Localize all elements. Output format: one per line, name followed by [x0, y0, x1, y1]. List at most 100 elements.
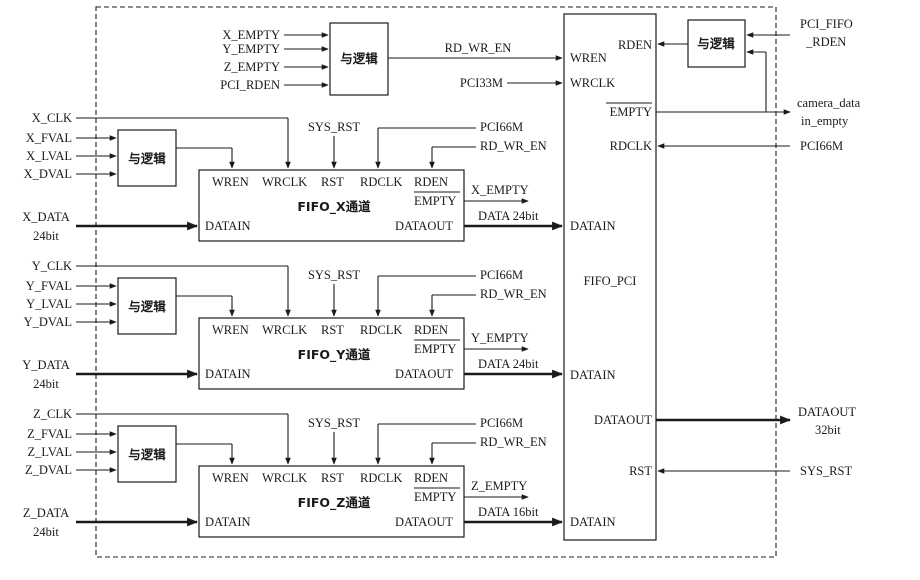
channel-port-wren: WREN	[212, 323, 249, 337]
channel-x: X_CLK 与逻辑 X_FVAL X_LVAL X_DVAL SYS_RST P…	[22, 111, 564, 243]
channel-sys-rst-label: SYS_RST	[308, 120, 360, 134]
camera-data-label-2: in_empty	[801, 114, 849, 128]
channel-rd-wr-en-label: RD_WR_EN	[480, 435, 547, 449]
channel-port-wren: WREN	[212, 175, 249, 189]
fifo-pci-dataout: DATAOUT	[594, 413, 652, 427]
channel-fifo-name: FIFO_Z通道	[298, 495, 371, 511]
channel-fval-label: Y_FVAL	[26, 279, 72, 293]
channel-fifo-block	[198, 169, 465, 242]
channel-dval-label: Y_DVAL	[24, 315, 72, 329]
fifo-pci-wrclk: WRCLK	[570, 76, 615, 90]
top-input-pci-rden: PCI_RDEN	[220, 78, 280, 92]
channel-port-rdclk: RDCLK	[360, 323, 402, 337]
channel-port-dataout: DATAOUT	[395, 515, 453, 529]
channel-port-rst: RST	[321, 471, 344, 485]
channel-and-gate	[117, 129, 177, 187]
channel-port-rst: RST	[321, 175, 344, 189]
channel-port-empty: EMPTY	[414, 490, 456, 504]
pci66m-right-label: PCI66M	[800, 139, 843, 153]
pci-fifo-rden-label-2: _RDEN	[805, 35, 846, 49]
channel-clk-label: X_CLK	[32, 111, 72, 125]
channel-port-rden: RDEN	[414, 471, 448, 485]
top-input-z-empty: Z_EMPTY	[224, 60, 280, 74]
channel-lval-label: Z_LVAL	[28, 445, 72, 459]
channel-fval-label: Z_FVAL	[27, 427, 72, 441]
channel-port-rdclk: RDCLK	[360, 471, 402, 485]
dataout-out-label-2: 32bit	[815, 423, 841, 437]
channel-port-datain: DATAIN	[205, 219, 251, 233]
pci33m-label: PCI33M	[460, 76, 503, 90]
right-and-gate-label: 与逻辑	[697, 36, 735, 51]
channel-fifo-name: FIFO_Y通道	[298, 347, 371, 363]
top-and-gate-label: 与逻辑	[340, 51, 378, 66]
channel-port-rden: RDEN	[414, 175, 448, 189]
channel-lval-label: Y_LVAL	[26, 297, 72, 311]
channel-port-rden: RDEN	[414, 323, 448, 337]
top-input-y-empty: Y_EMPTY	[222, 42, 280, 56]
channel-pci66m-label: PCI66M	[480, 120, 523, 134]
channel-clk-label: Y_CLK	[32, 259, 72, 273]
channel-port-empty: EMPTY	[414, 342, 456, 356]
fifo-pci-datain-y: DATAIN	[570, 368, 616, 382]
channel-data-bits-label: 24bit	[33, 377, 59, 391]
channel-y: Y_CLK 与逻辑 Y_FVAL Y_LVAL Y_DVAL SYS_RST P…	[22, 259, 564, 391]
channel-rd-wr-en-label: RD_WR_EN	[480, 139, 547, 153]
sys-rst-right-label: SYS_RST	[800, 464, 852, 478]
pci-fifo-rden-label-1: PCI_FIFO	[800, 17, 853, 31]
channel-lval-label: X_LVAL	[26, 149, 72, 163]
channel-sys-rst-label: SYS_RST	[308, 416, 360, 430]
fifo-pci-datain-z: DATAIN	[570, 515, 616, 529]
dataout-out-label-1: DATAOUT	[798, 405, 856, 419]
channel-port-dataout: DATAOUT	[395, 219, 453, 233]
fifo-pci-datain-x: DATAIN	[570, 219, 616, 233]
channel-data-bits-label: 24bit	[33, 525, 59, 539]
fifo-pci-name: FIFO_PCI	[584, 274, 637, 288]
channel-fval-label: X_FVAL	[26, 131, 72, 145]
channel-dval-label: X_DVAL	[24, 167, 72, 181]
rd-wr-en-label: RD_WR_EN	[445, 41, 512, 55]
channel-port-datain: DATAIN	[205, 367, 251, 381]
fifo-pci-rdclk: RDCLK	[610, 139, 652, 153]
channel-pci66m-label: PCI66M	[480, 416, 523, 430]
top-input-x-empty: X_EMPTY	[222, 28, 280, 42]
channel-port-wrclk: WRCLK	[262, 175, 307, 189]
channel-data-out-label: DATA 24bit	[478, 357, 539, 371]
channel-and-gate	[117, 425, 177, 483]
channel-and-gate-label: 与逻辑	[128, 447, 166, 462]
channel-clk-label: Z_CLK	[33, 407, 72, 421]
channel-port-datain: DATAIN	[205, 515, 251, 529]
channel-data-label: X_DATA	[22, 210, 70, 224]
fifo-pci-rden: RDEN	[618, 38, 652, 52]
channel-empty-out-label: Y_EMPTY	[471, 331, 529, 345]
channel-fifo-block	[198, 317, 465, 390]
channel-port-wrclk: WRCLK	[262, 323, 307, 337]
channel-pci66m-label: PCI66M	[480, 268, 523, 282]
channel-z: Z_CLK 与逻辑 Z_FVAL Z_LVAL Z_DVAL SYS_RST P…	[23, 407, 564, 539]
channel-data-out-label: DATA 24bit	[478, 209, 539, 223]
channel-and-gate-label: 与逻辑	[128, 151, 166, 166]
channel-fifo-name: FIFO_X通道	[297, 199, 371, 215]
channel-data-bits-label: 24bit	[33, 229, 59, 243]
channel-data-out-label: DATA 16bit	[478, 505, 539, 519]
system-boundary	[95, 6, 777, 558]
channel-port-rdclk: RDCLK	[360, 175, 402, 189]
channel-and-gate-label: 与逻辑	[128, 299, 166, 314]
fifo-pci-rst: RST	[629, 464, 652, 478]
channel-port-wrclk: WRCLK	[262, 471, 307, 485]
channel-port-empty: EMPTY	[414, 194, 456, 208]
channel-fifo-block	[198, 465, 465, 538]
fifo-pci-empty: EMPTY	[610, 105, 652, 119]
camera-data-label-1: camera_data	[797, 96, 861, 110]
channel-data-label: Y_DATA	[22, 358, 70, 372]
channel-empty-out-label: X_EMPTY	[471, 183, 529, 197]
channel-data-label: Z_DATA	[23, 506, 69, 520]
fifo-pci-block	[563, 13, 657, 541]
channel-rd-wr-en-label: RD_WR_EN	[480, 287, 547, 301]
channel-port-wren: WREN	[212, 471, 249, 485]
channel-and-gate	[117, 277, 177, 335]
channel-dval-label: Z_DVAL	[25, 463, 72, 477]
channel-port-dataout: DATAOUT	[395, 367, 453, 381]
channel-sys-rst-label: SYS_RST	[308, 268, 360, 282]
